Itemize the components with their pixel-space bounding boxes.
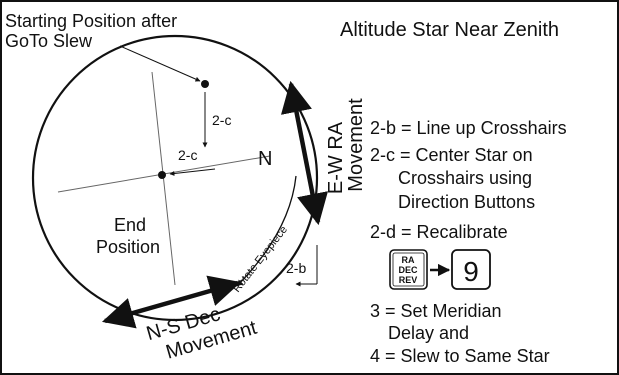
rotate-eyepiece-label: Rotate Eyepiece: [231, 224, 290, 295]
label-2c-horizontal: 2-c: [178, 147, 197, 163]
ns-dec-arrow: [101, 275, 242, 329]
ew-ra-label-line1: E-W RA: [325, 121, 347, 194]
start-label-line2: GoTo Slew: [5, 31, 93, 51]
step-2c-line3: Direction Buttons: [398, 192, 535, 212]
label-2b: 2-b: [286, 260, 306, 276]
north-label: N: [258, 148, 272, 170]
start-pointer-line: [119, 45, 201, 82]
rotate-eyepiece-arrow: [236, 175, 297, 287]
step-2b: 2-b = Line up Crosshairs: [370, 118, 567, 138]
key-rev-text: REV: [399, 275, 418, 285]
ew-ra-arrow: [280, 80, 329, 226]
ra-dec-rev-key-inner: [392, 252, 425, 287]
ew-ra-label-line2: Movement: [345, 98, 367, 192]
move-2c-horizontal-arrow: [169, 168, 216, 176]
step-3-line2: Delay and: [388, 323, 469, 343]
key-dec-text: DEC: [398, 265, 418, 275]
start-label-line1: Starting Position after: [5, 11, 177, 31]
step-2c-line1: 2-c = Center Star on: [370, 145, 533, 165]
end-position-line1: End: [114, 215, 146, 235]
eyepiece-circle: [31, 34, 319, 322]
nine-key: 9: [451, 249, 491, 290]
step-2d: 2-d = Recalibrate: [370, 222, 508, 242]
end-star: [158, 171, 166, 179]
key-ra-text: RA: [402, 255, 415, 265]
step-3-line1: 3 = Set Meridian: [370, 301, 502, 321]
nine-key-border: [451, 249, 491, 290]
diagram-title: Altitude Star Near Zenith: [340, 19, 559, 41]
start-star: [201, 80, 209, 88]
ra-dec-rev-key-border: [389, 249, 428, 290]
nine-key-digit: 9: [463, 256, 479, 287]
step-4: 4 = Slew to Same Star: [370, 346, 550, 366]
end-position-line2: Position: [96, 237, 160, 257]
step-2c-line2: Crosshairs using: [398, 168, 532, 188]
ra-dec-rev-key: RA DEC REV: [389, 249, 428, 290]
label-2c-vertical: 2-c: [212, 112, 231, 128]
